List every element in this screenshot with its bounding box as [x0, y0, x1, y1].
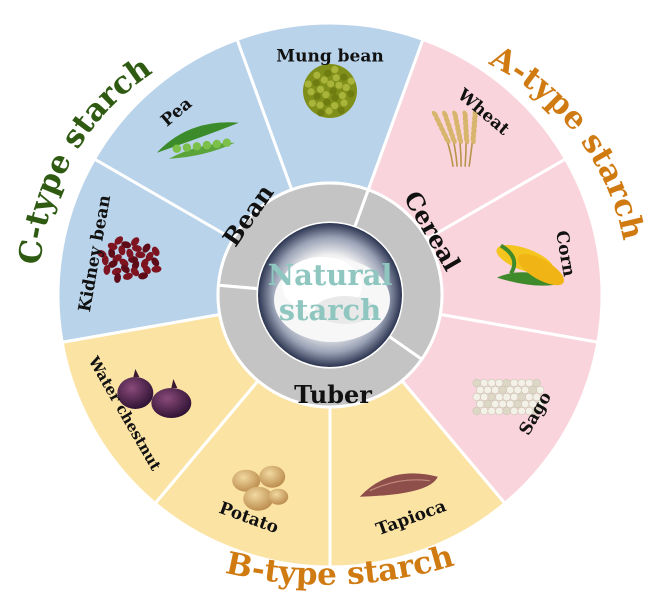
- center-image: Natural starch: [258, 223, 402, 367]
- center-title-line2: starch: [279, 293, 382, 327]
- mung-bean-icon: [303, 64, 357, 118]
- mung-bean-label: Mung bean: [276, 47, 383, 67]
- center-title-line1: Natural: [268, 258, 393, 292]
- category-tuber: Tuber: [294, 380, 372, 409]
